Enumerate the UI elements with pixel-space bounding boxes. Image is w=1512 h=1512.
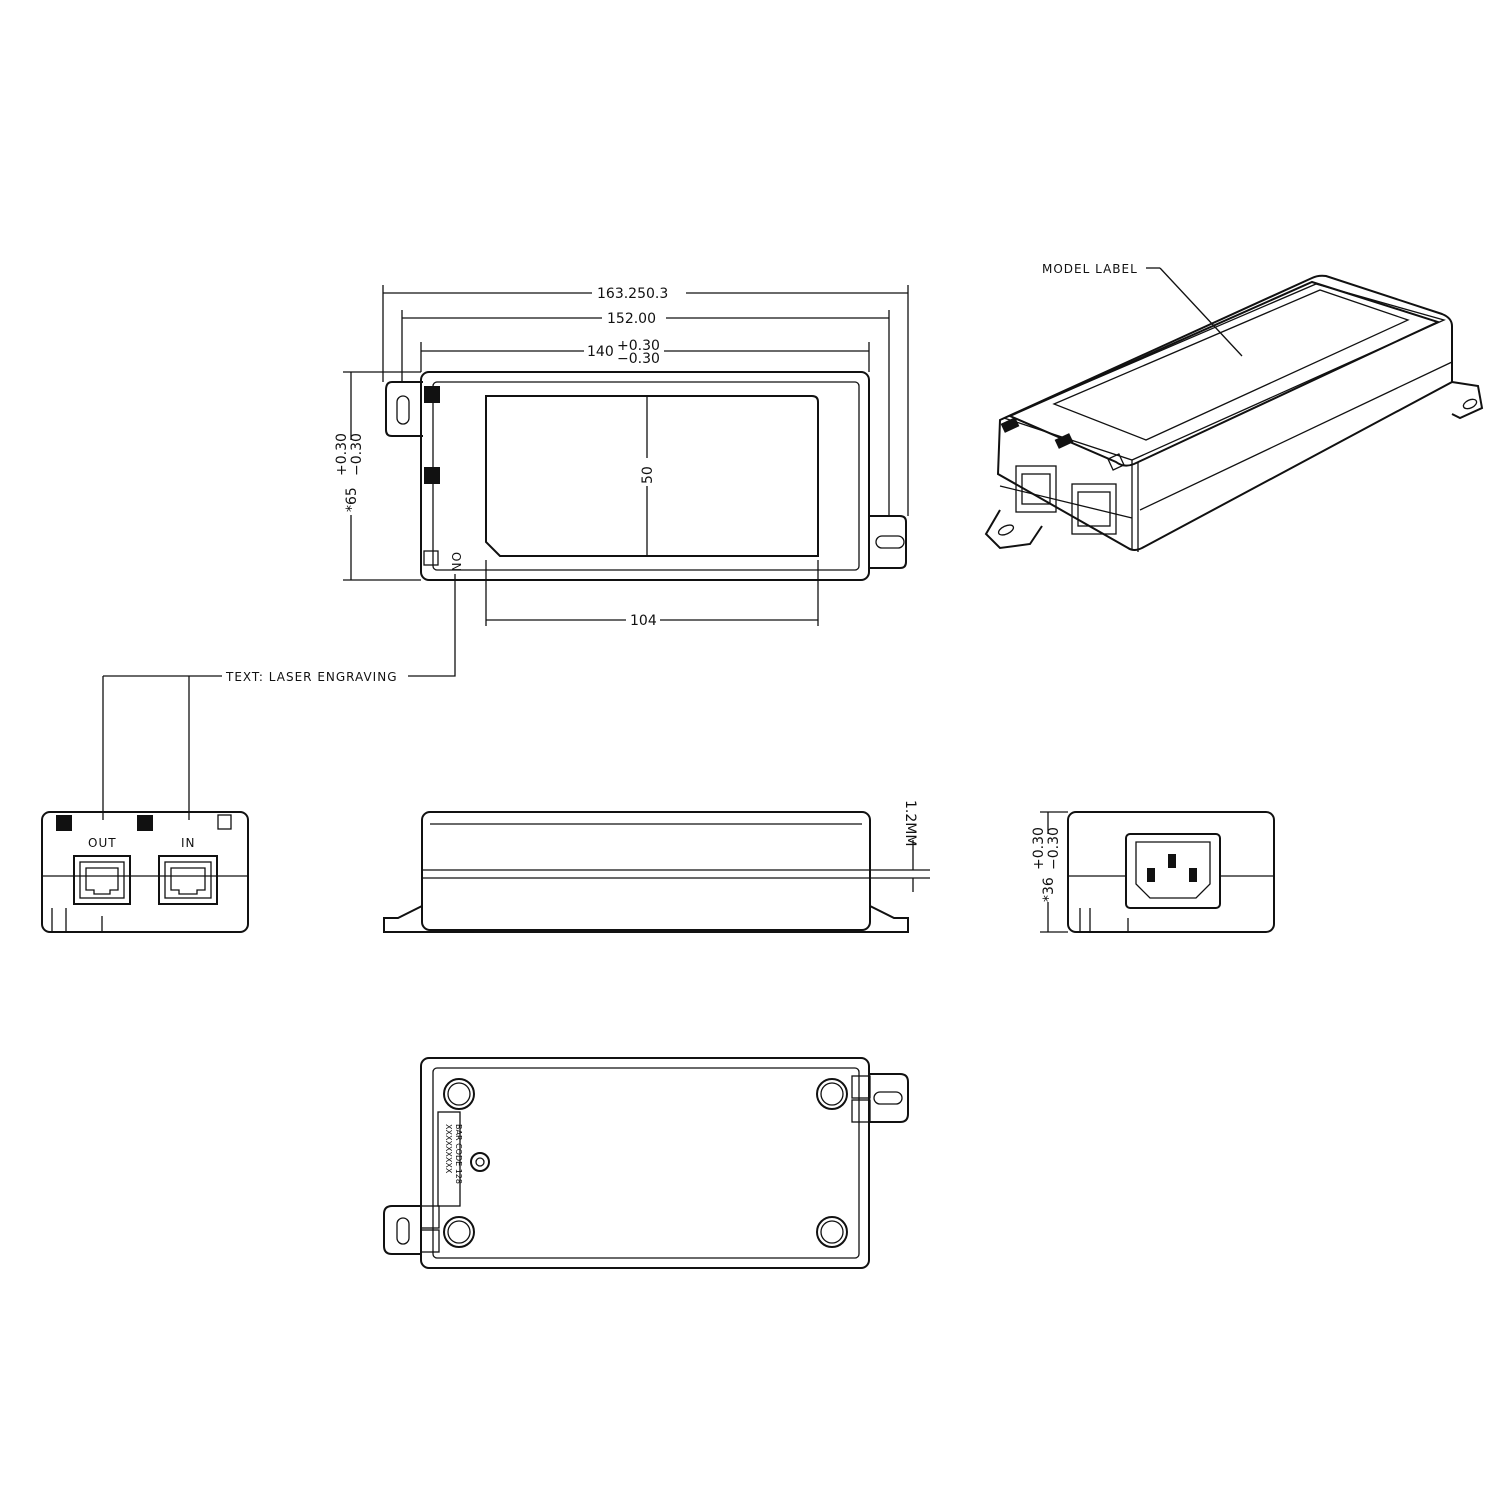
bottom-view-right-tab <box>869 1073 909 1123</box>
rubber-foot <box>443 1216 475 1248</box>
port-label-out: OUT <box>88 836 117 850</box>
model-label-callout: MODEL LABEL <box>1042 262 1138 276</box>
body-height-tol-minus: −0.30 <box>1046 827 1062 870</box>
side-view-tabs <box>383 905 909 933</box>
iso-rj45-port-in <box>1071 483 1117 535</box>
front-marker <box>137 815 153 831</box>
top-view: ON <box>385 371 907 581</box>
rj45-port-icon <box>158 855 218 905</box>
bottom-view: BAR CODE 128 XXXXXXXXX <box>383 1057 909 1269</box>
iso-body-outline <box>996 274 1453 551</box>
housing-screw <box>470 1152 490 1172</box>
led-label: ON <box>449 552 463 572</box>
iso-marker <box>1054 433 1074 449</box>
top-view-right-tab-slot <box>875 535 905 549</box>
label-height-dim: 50 <box>640 466 656 484</box>
iso-rj45-port-out <box>1015 465 1057 513</box>
rubber-foot <box>443 1078 475 1110</box>
bottom-view-body <box>420 1057 870 1269</box>
rear-end-body <box>1067 811 1275 933</box>
top-view-marker <box>424 467 440 484</box>
barcode-label <box>437 1111 461 1207</box>
rubber-foot <box>816 1216 848 1248</box>
side-view-body <box>421 811 871 931</box>
body-length-dim: 140 <box>587 344 614 360</box>
body-width-tol-minus: −0.30 <box>349 433 365 476</box>
front-end-view: OUT IN <box>41 811 249 933</box>
top-view-dimensions: 163.250.3 152.00 140 +0.30 −0.30 *65 +0.… <box>334 285 909 629</box>
rj45-port-icon <box>73 855 131 905</box>
iso-top-bevel <box>1007 280 1441 467</box>
body-height-dim: *36 <box>1041 877 1057 902</box>
port-label-in: IN <box>181 836 196 850</box>
mount-pitch-dim: 152.00 <box>607 311 656 327</box>
laser-engraving-callout: TEXT: LASER ENGRAVING <box>102 574 456 820</box>
side-view: 1.2MM <box>383 800 930 933</box>
top-view-left-tab-slot <box>396 395 410 425</box>
front-marker <box>56 815 72 831</box>
led-indicator <box>423 550 439 566</box>
side-clearance-dim: 1.2MM <box>902 800 918 846</box>
top-view-right-tab <box>868 515 907 569</box>
rubber-foot <box>816 1078 848 1110</box>
iso-top-face <box>1002 283 1446 461</box>
iso-led <box>1107 453 1125 471</box>
overall-length-dim: 163.250.3 <box>597 286 668 302</box>
barcode-label-line1: BAR CODE 128 <box>454 1124 463 1184</box>
isometric-view: MODEL LABEL <box>984 262 1484 552</box>
top-view-left-tab <box>385 381 423 437</box>
body-height-tol-plus: +0.30 <box>1031 827 1047 870</box>
iso-model-label-area <box>1052 289 1410 441</box>
laser-engraving-label: TEXT: LASER ENGRAVING <box>225 670 398 684</box>
iso-left-tab <box>984 509 1043 550</box>
top-view-body <box>420 371 870 581</box>
body-width-tol-plus: +0.30 <box>334 433 350 476</box>
top-view-marker <box>424 386 440 403</box>
iec-c14-inlet-icon <box>1125 833 1221 909</box>
iso-right-tab <box>1451 381 1484 420</box>
barcode-label-line2: XXXXXXXXX <box>444 1124 453 1174</box>
label-width-dim: 104 <box>630 613 657 629</box>
front-led <box>217 814 232 830</box>
front-end-body <box>41 811 249 933</box>
body-length-tol-minus: −0.30 <box>617 351 660 367</box>
rear-end-view: *36 +0.30 −0.30 <box>1031 811 1275 933</box>
body-length-tol-plus: +0.30 <box>617 338 660 354</box>
bottom-view-left-tab <box>383 1205 421 1255</box>
iso-marker <box>1000 417 1020 433</box>
body-width-dim: *65 <box>344 487 360 512</box>
model-label-area <box>485 395 819 557</box>
